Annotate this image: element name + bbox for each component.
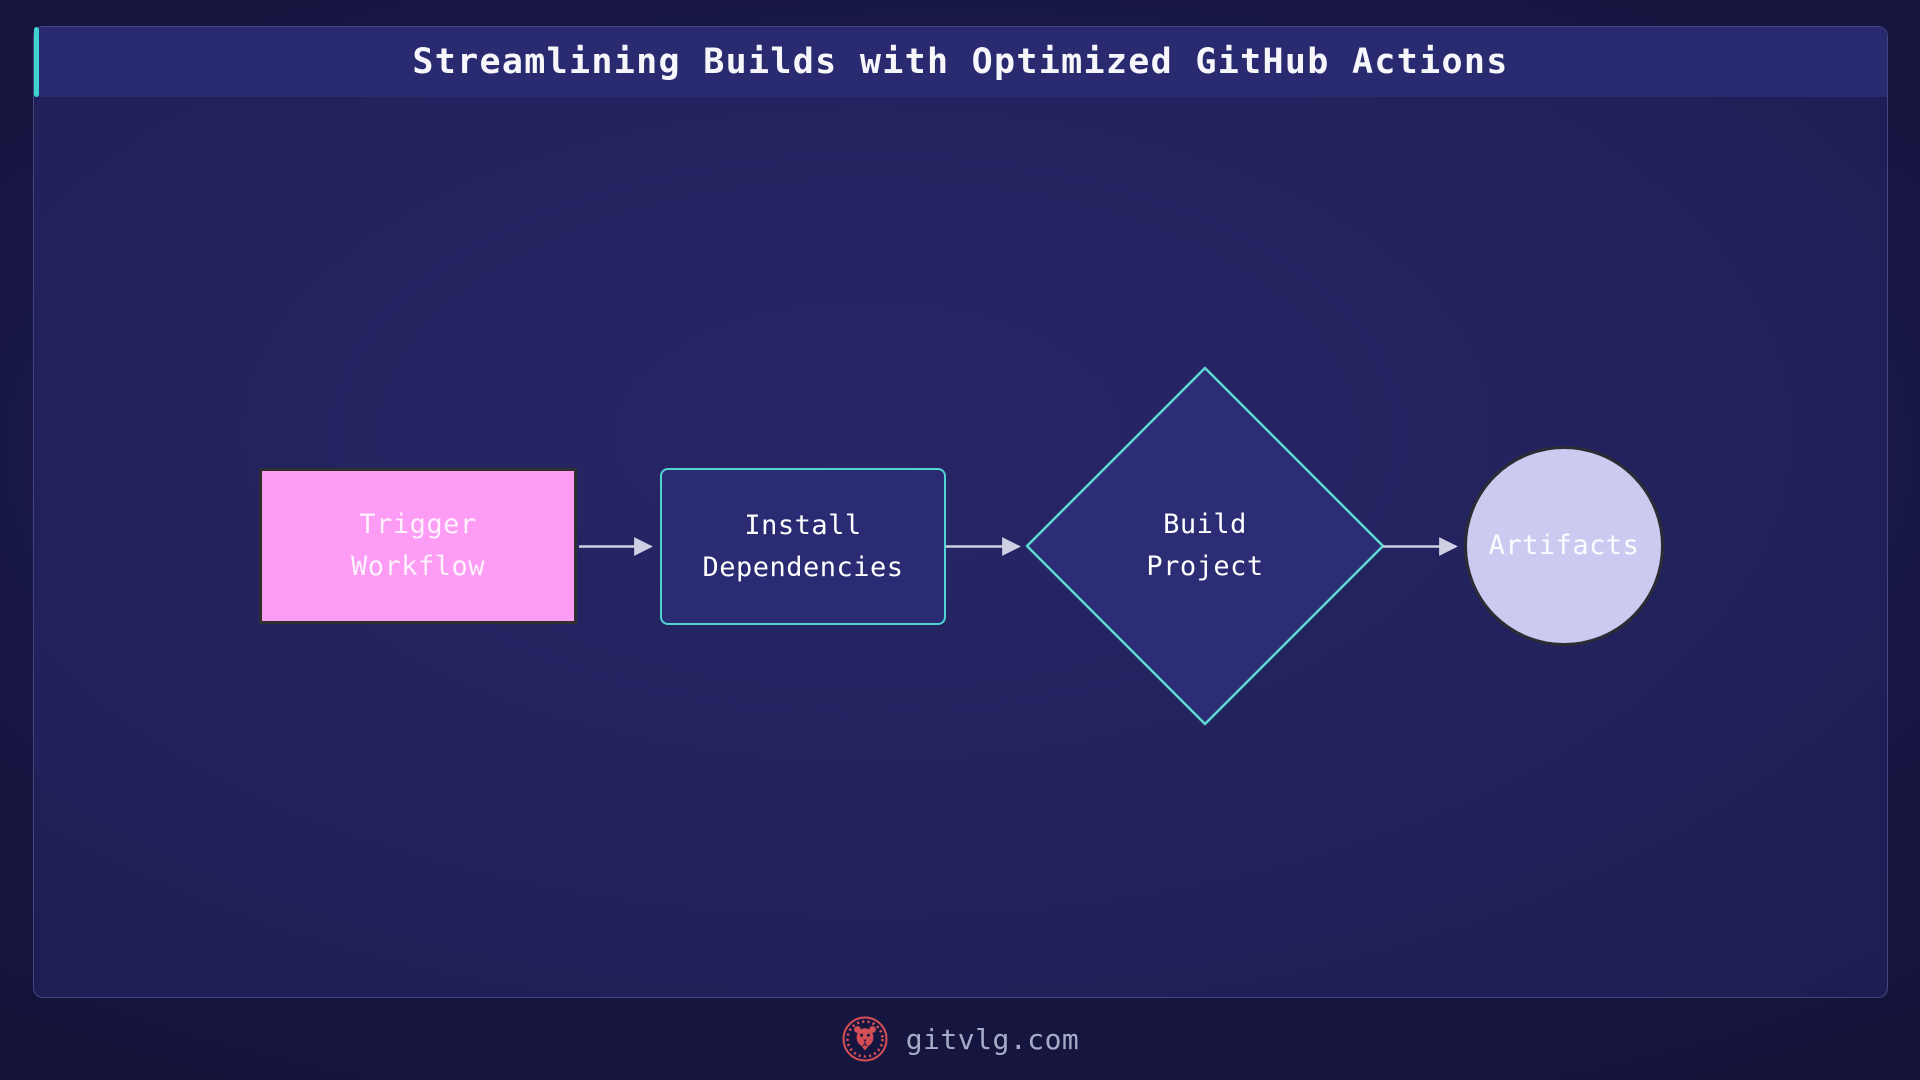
main-panel: Streamlining Builds with Optimized GitHu… — [33, 26, 1888, 998]
flow-diagram: Trigger Workflow Install Dependencies Bu… — [34, 27, 1887, 997]
title-accent-bar — [34, 27, 39, 97]
node-install-dependencies: Install Dependencies — [660, 468, 946, 625]
page-title: Streamlining Builds with Optimized GitHu… — [412, 42, 1509, 82]
node-label-line: Install — [744, 509, 862, 541]
node-label-line: Build — [1163, 509, 1247, 540]
node-label-line: Dependencies — [702, 551, 904, 583]
node-label-line: Artifacts — [1488, 530, 1640, 561]
node-label-line: Trigger — [359, 509, 477, 540]
node-build-project: Build Project — [1055, 486, 1355, 606]
title-bar: Streamlining Builds with Optimized GitHu… — [34, 27, 1887, 97]
node-label-line: Workflow — [350, 551, 486, 582]
footer: gitvlg.com — [0, 998, 1920, 1080]
footer-site-label: gitvlg.com — [905, 1022, 1080, 1056]
node-artifacts: Artifacts — [1464, 446, 1664, 646]
node-label-line: Project — [1146, 551, 1264, 582]
node-trigger-workflow: Trigger Workflow — [259, 468, 577, 624]
lion-logo-icon — [842, 1016, 888, 1062]
